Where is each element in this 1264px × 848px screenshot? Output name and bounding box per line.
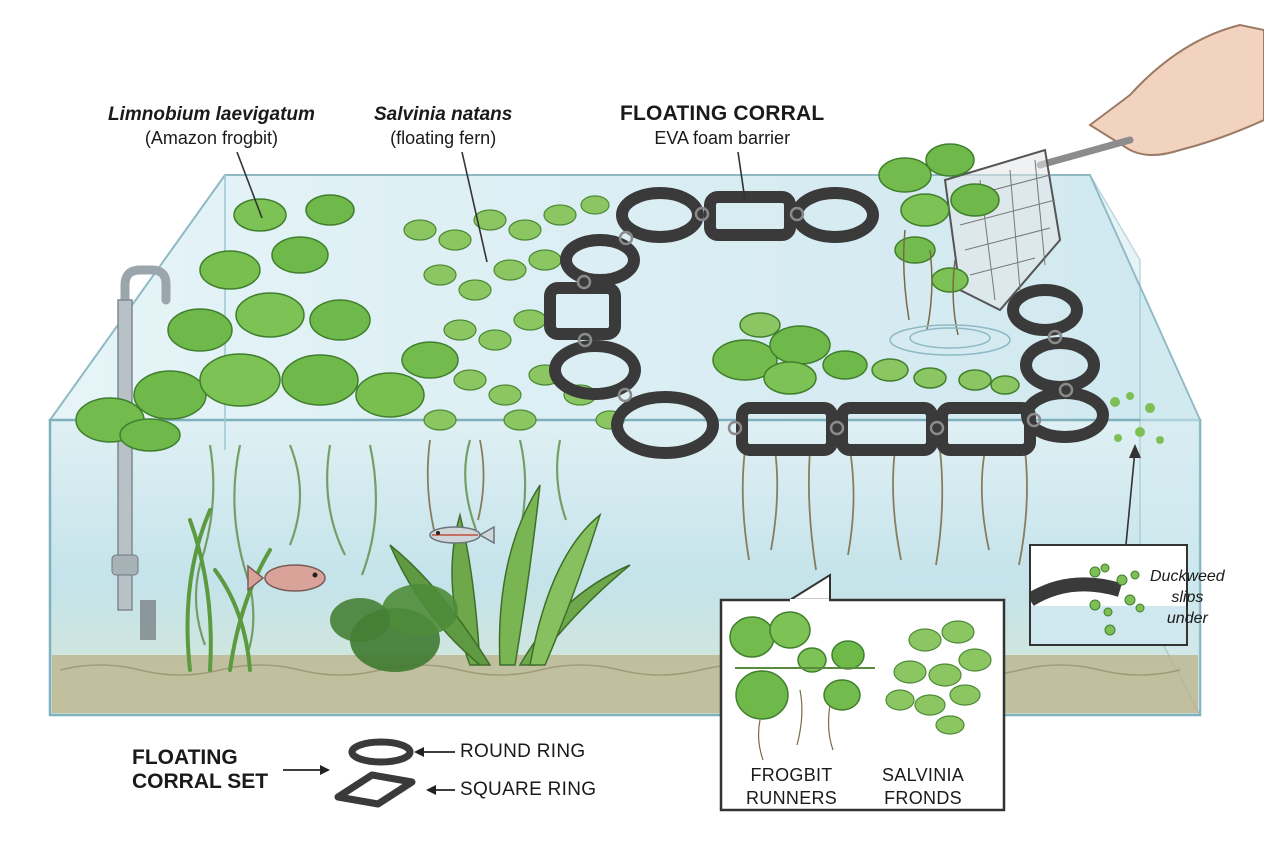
duckweed-note-line2: slips [1171, 588, 1204, 606]
duckweed-note-line3: under [1166, 609, 1208, 627]
fish-1 [247, 564, 326, 592]
frogbit-label: Limnobium laevigatum (Amazon frogbit) [108, 103, 315, 149]
corral-plants [712, 312, 1020, 395]
floating-corral-rings [544, 187, 1109, 459]
corral-subtitle: EVA foam barrier [654, 128, 791, 149]
inset-callout [719, 573, 1006, 812]
square-ring-icon [334, 771, 416, 808]
hanging-roots [426, 439, 1028, 571]
inset-right-caption: SALVINIA FRONDS [882, 764, 964, 809]
corral-set-title-line2: CORRAL SET [132, 770, 269, 794]
inset-right-line2: FRONDS [884, 787, 962, 808]
fish-2 [429, 525, 495, 545]
square-ring-label: SQUARE RING [460, 779, 597, 800]
corral-title: FLOATING CORRAL [620, 102, 825, 125]
duckweed-note: Duckweed slips under [1150, 567, 1225, 629]
corral-label: FLOATING CORRAL EVA foam barrier [620, 101, 824, 150]
foreground-plants [185, 484, 631, 672]
legend-graphics [283, 738, 455, 808]
corral-set-title-line1: FLOATING [132, 746, 238, 769]
inset-left-line1: FROGBIT [750, 765, 833, 785]
background-plants [194, 439, 568, 656]
corral-set-title: FLOATING CORRAL SET [132, 746, 268, 794]
duckweed-specks [1110, 392, 1164, 444]
frogbit-common-name: (Amazon frogbit) [144, 127, 278, 148]
salvinia-scientific-name: Salvinia natans [374, 104, 513, 125]
inset-left-line2: RUNNERS [746, 787, 838, 808]
round-ring-label: ROUND RING [460, 741, 586, 762]
frogbit-mass [75, 194, 459, 452]
water-ripples [889, 324, 1011, 356]
salvinia-label: Salvinia natans (floating fern) [374, 103, 512, 149]
corral-connectors [576, 206, 1074, 436]
duckweed-callout [1029, 544, 1188, 646]
frogbit-scientific-name: Limnobium laevigatum [108, 104, 315, 125]
duckweed-note-line1: Duckweed [1150, 568, 1225, 585]
salvinia-common-name: (floating fern) [390, 127, 497, 148]
leader-lines [236, 151, 1136, 556]
inset-right-line1: SALVINIA [882, 765, 965, 785]
hand-with-net [878, 23, 1264, 336]
duckweed-arrowhead [1129, 444, 1141, 458]
round-ring-icon [348, 738, 414, 766]
substrate [52, 655, 1198, 713]
inset-left-caption: FROGBIT RUNNERS [746, 764, 837, 809]
filter-intake-pipe [111, 265, 171, 640]
